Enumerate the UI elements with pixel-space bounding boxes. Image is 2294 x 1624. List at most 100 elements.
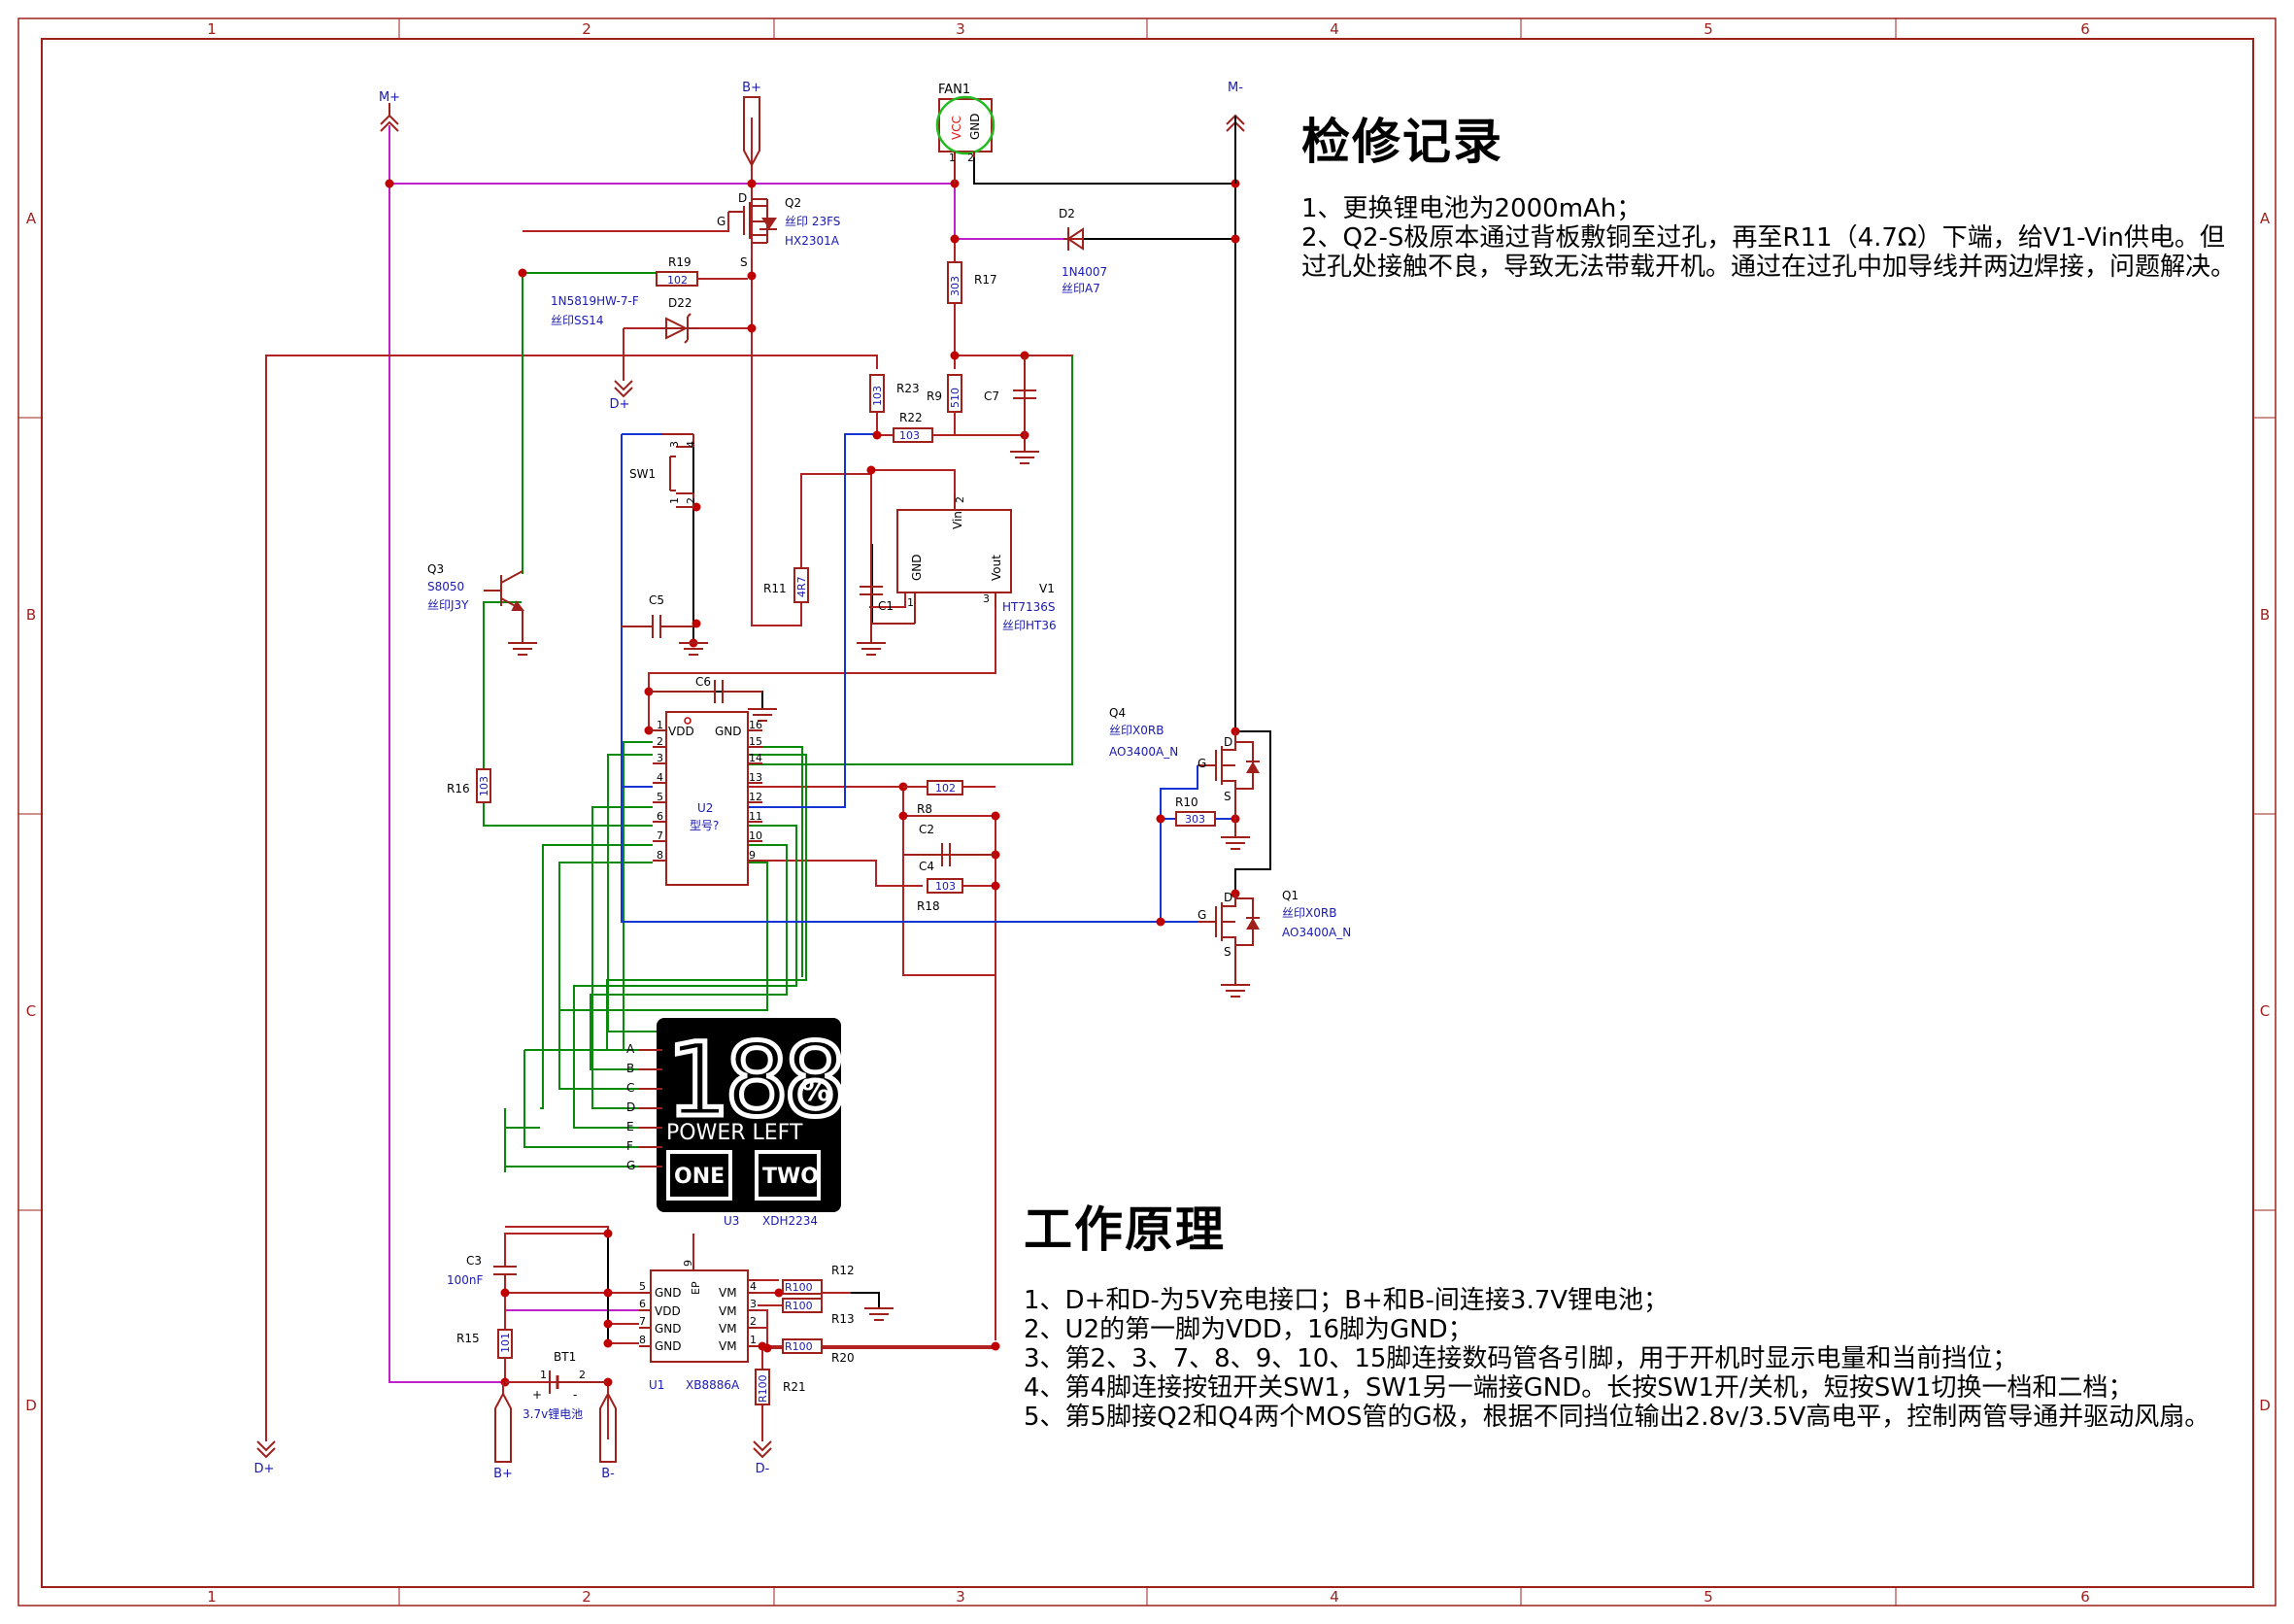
pin-name: VM <box>719 1339 737 1353</box>
c5-capacitor: C5 <box>622 593 693 638</box>
c4-ref: C4 <box>919 860 934 873</box>
r11-ref: R11 <box>763 582 787 595</box>
pin-number: 3 <box>668 441 681 448</box>
pin-name: VM <box>719 1322 737 1336</box>
r16-ref: R16 <box>447 782 470 795</box>
pin-number: 8 <box>639 1334 646 1346</box>
u1-part: XB8886A <box>686 1378 740 1392</box>
pin-name: GND <box>655 1339 682 1353</box>
fan1-ref: FAN1 <box>938 83 970 97</box>
pin-number: 9 <box>749 849 756 862</box>
q2-mark: 丝印 23FS <box>785 215 840 228</box>
q1-mark: 丝印X0RB <box>1282 906 1336 920</box>
q3-mark: 丝印J3Y <box>427 598 469 612</box>
bt1-minus: - <box>573 1388 577 1402</box>
pin-label: F <box>626 1139 633 1153</box>
r19-resistor: 102 R19 <box>656 255 748 287</box>
col-label: 3 <box>956 20 965 38</box>
port-b-plus-top: B+ <box>742 81 761 168</box>
v1-mark: 丝印HT36 <box>1002 619 1057 632</box>
r21-resistor: R100 R21 <box>755 1369 806 1405</box>
pin-name: GND <box>655 1286 682 1300</box>
resistor-value: 103 <box>899 429 920 442</box>
resistor-value: 102 <box>667 274 688 287</box>
row-label: A <box>26 210 37 227</box>
q2-d: D <box>738 191 747 205</box>
pin-number: 8 <box>657 849 663 862</box>
q2-pmos <box>728 198 777 244</box>
pin-number: 1 <box>907 596 914 609</box>
r10-resistor: 303 R10 <box>1175 795 1216 827</box>
c4-capacitor: C4 <box>919 860 934 873</box>
d2-mark: 丝印A7 <box>1062 282 1100 295</box>
r18-resistor: 103 R18 <box>917 878 963 913</box>
r10-ref: R10 <box>1175 795 1198 809</box>
r9-resistor: 510 R9 <box>927 374 962 435</box>
q1-d: D <box>1224 891 1232 904</box>
v1-regulator: GND Vin Vout 2 1 3 V1 HT7136S 丝印HT36 <box>871 493 1057 632</box>
resistor-value: 303 <box>1185 813 1205 826</box>
port-label: B+ <box>742 81 761 95</box>
wires-magenta <box>388 125 1063 1383</box>
pin-number: 2 <box>579 1369 586 1381</box>
c3-ref: C3 <box>466 1254 482 1268</box>
pin-name: GND <box>655 1322 682 1336</box>
c7-capacitor: C7 <box>984 355 1036 435</box>
display-digits: 188 <box>666 1021 842 1139</box>
fan1-gnd: GND <box>968 113 982 140</box>
principle-note-line: 4、第4脚连接按钮开关SW1，SW1另一端接GND。长按SW1开/关机，短按SW… <box>1024 1373 2134 1403</box>
q2-s: S <box>740 255 748 269</box>
principle-notes: 工作原理 1、D+和D-为5V充电接口；B+和B-间连接3.7V锂电池； 2、U… <box>1024 1191 2210 1432</box>
q4-d: D <box>1224 735 1232 749</box>
pin-number: 6 <box>657 810 663 823</box>
col-label: 4 <box>1330 20 1339 38</box>
col-label: 2 <box>582 1588 591 1606</box>
q1-part: AO3400A_N <box>1282 926 1351 939</box>
port-label: B- <box>601 1467 615 1481</box>
pin-name: VM <box>719 1286 737 1300</box>
d22-ref: D22 <box>668 296 692 310</box>
col-label: 3 <box>956 1588 965 1606</box>
r16-resistor: 103 R16 <box>447 768 491 803</box>
ground-symbol <box>857 622 886 656</box>
row-label: D <box>25 1397 37 1414</box>
r15-ref: R15 <box>456 1332 480 1345</box>
q4-nmos <box>1198 731 1260 819</box>
col-label: 6 <box>2080 1588 2090 1606</box>
resistor-value: 102 <box>935 782 956 795</box>
ground-symbol <box>864 1307 894 1321</box>
c5-ref: C5 <box>649 593 664 607</box>
repair-note-line: 1、更换锂电池为2000mAh； <box>1301 194 1642 223</box>
q1-ref: Q1 <box>1282 889 1299 902</box>
pin-number: 9 <box>682 1260 694 1267</box>
principle-note-line: 2、U2的第一脚为VDD，16脚为GND； <box>1024 1315 1473 1344</box>
port-b-plus-bottom: B+ <box>493 1382 513 1481</box>
bt1-value: 3.7v锂电池 <box>523 1406 583 1421</box>
resistor-value: 510 <box>949 388 961 408</box>
r8-resistor: 102 R8 <box>917 780 963 816</box>
pin-number: 3 <box>657 752 663 764</box>
q2-ref: Q2 <box>785 196 801 210</box>
r11-resistor: 4R7 R11 <box>763 567 809 603</box>
pin-label: A <box>626 1042 635 1056</box>
q3-ref: Q3 <box>427 562 444 576</box>
col-label: 1 <box>207 20 217 38</box>
v1-ref: V1 <box>1039 582 1055 595</box>
repair-note-line: 过孔处接触不良，导致无法带载开机。通过在过孔中加导线并两边焊接，问题解决。 <box>1301 253 2237 282</box>
r12-resistor: R100 R12 <box>782 1264 855 1295</box>
pin-number: 3 <box>750 1298 757 1310</box>
q3-labels: Q3 S8050 丝印J3Y <box>427 562 469 612</box>
resistor-value: R100 <box>785 1300 813 1312</box>
repair-note-line: 2、Q2-S极原本通过背板敷铜至过孔，再至R11（4.7Ω）下端，给V1-Vin… <box>1301 223 2225 253</box>
q1-s: S <box>1224 945 1231 959</box>
ground-symbol <box>748 708 777 722</box>
u3-ref: U3 <box>724 1214 739 1228</box>
pin-number: 5 <box>657 791 663 803</box>
q2-part: HX2301A <box>785 234 840 248</box>
col-label: 1 <box>207 1588 217 1606</box>
resistor-value: R100 <box>757 1374 769 1403</box>
bt1-plus: + <box>532 1388 542 1402</box>
d22-diode: D22 1N5819HW-7-F 丝印SS14 <box>551 294 699 344</box>
c2-capacitor: C2 <box>903 823 995 866</box>
row-label: B <box>26 606 36 624</box>
